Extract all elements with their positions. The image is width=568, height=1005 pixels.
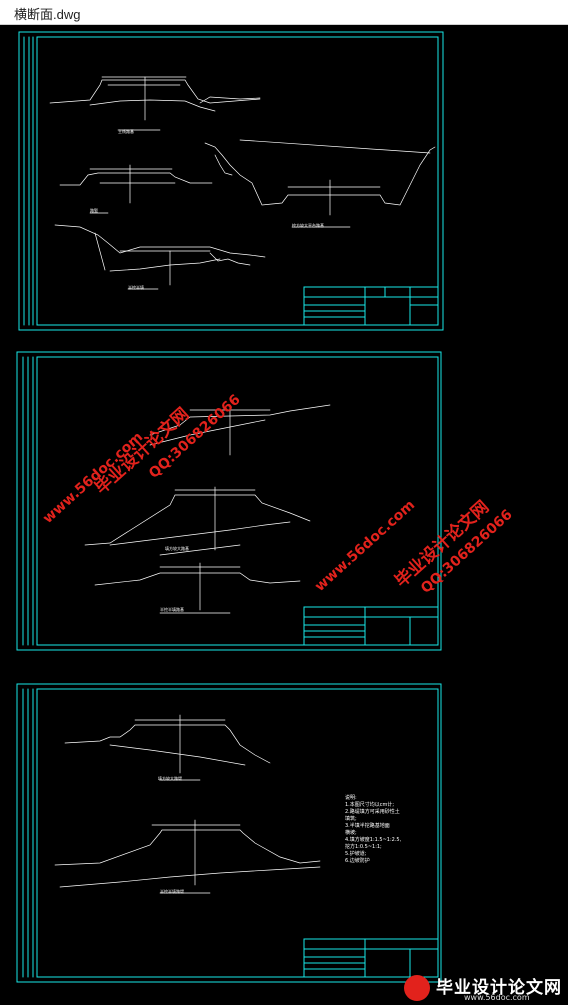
note-line: 横坡; [345,830,357,836]
sheet-3 [16,683,442,983]
note-line: 挖方1:0.5~1:1; [345,844,382,850]
sheet-3-drawings [54,714,321,894]
sheet3-notes: 说明: 1.本图尺寸均以cm计; 2.路堤填方可采用砂性土 填筑; 3.半填半挖… [345,795,425,865]
sheet1-label-4: 挖方较大平台路基 [292,223,324,228]
sheet2-label-1: 填方较大路基 [165,546,189,551]
sheet-1 [18,31,444,331]
note-line: 2.路堤填方可采用砂性土 [345,809,400,815]
window-titlebar: 横断面.dwg [0,0,568,25]
note-line: 5.护坡道; [345,851,367,857]
site-logo: 毕业设计论文网 www.56doc.com [404,973,564,1003]
sheet1-label-2: 路堑 [90,208,98,213]
sheet-2 [16,351,442,651]
sheet3-label-2: 半挖半填路堤 [160,889,184,894]
logo-url: www.56doc.com [464,993,530,1002]
note-line: 4.填方坡度1:1.5~1:2.5, [345,837,402,843]
logo-text: 毕业设计论文网 [436,978,562,998]
cad-canvas[interactable]: 主线路基 路堑 半挖半填 挖方较大平台路基 填方较大路基 半挖半填路基 填方较大… [0,25,568,1005]
logo-icon [404,975,430,1001]
sheet1-label-1: 主线路基 [118,129,134,134]
note-line: 1.本图尺寸均以cm计; [345,802,395,808]
sheet1-label-3: 半挖半填 [128,285,144,290]
window-title: 横断面.dwg [14,7,81,22]
sheet-2-drawings [84,404,331,614]
note-line: 说明: [345,795,357,801]
drawing-svg [16,31,444,983]
note-line: 6.边坡防护 [345,858,370,864]
sheet3-label-1: 填方较大路堤 [158,776,182,781]
sheet-1-drawings [49,76,436,290]
sheet2-label-2: 半挖半填路基 [160,607,184,612]
note-line: 填筑; [345,816,357,822]
note-line: 3.半填半挖路基地面 [345,823,390,829]
